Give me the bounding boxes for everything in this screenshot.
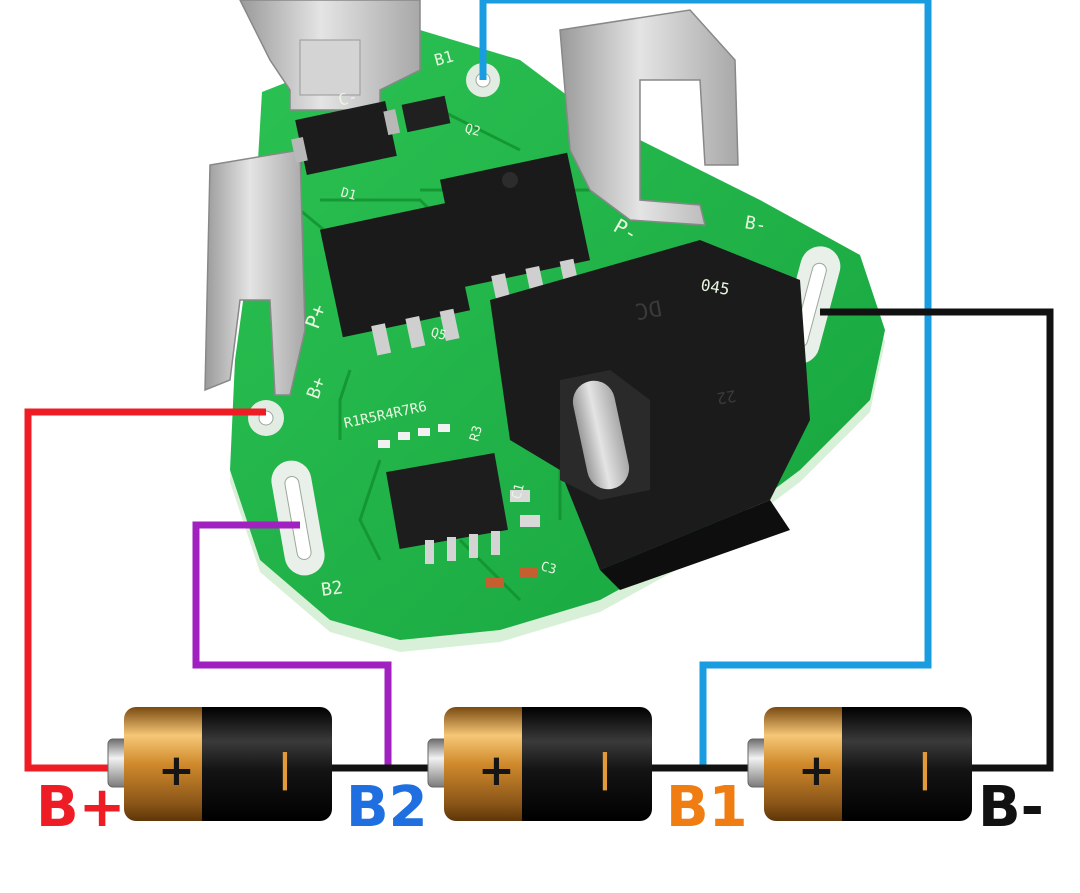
- label-b-minus: B-: [978, 775, 1044, 840]
- silk-r3: R3: [467, 424, 486, 443]
- pcb-board: B1 C- Q2 D1 P- B- P+ B+ R1R5R4R7R6 Q5 R3…: [204, 0, 885, 652]
- clip-p-minus: [559, 9, 739, 226]
- wire-b1: [479, 0, 932, 768]
- ic-chip: [386, 453, 508, 564]
- diode-d1: [291, 101, 401, 175]
- silk-dc: DC: [633, 294, 663, 323]
- battery-plus-symbol: +: [478, 745, 515, 796]
- wire-b-plus: [24, 408, 266, 772]
- silk-b-minus: B-: [743, 212, 768, 236]
- smd-parts: [378, 424, 540, 588]
- battery-cell-2: + |: [427, 707, 652, 821]
- dc-pin: [572, 380, 630, 490]
- silk-q5: Q5: [429, 325, 448, 344]
- terminal-labels: B+ B2 B1 B-: [36, 775, 1044, 840]
- battery-minus-symbol: |: [918, 746, 932, 791]
- wires: [24, 0, 1054, 772]
- battery-plus-symbol: +: [158, 745, 195, 796]
- mosfet-q5: [319, 202, 471, 356]
- label-b2: B2: [346, 775, 428, 840]
- dc-connector: [490, 240, 810, 590]
- transistor-q2: [401, 95, 451, 133]
- label-b1: B1: [666, 775, 748, 840]
- clip-p-plus: [204, 149, 306, 396]
- battery-cell-1: + |: [107, 707, 332, 821]
- silk-c3: C3: [539, 559, 558, 578]
- silk-045: 045: [699, 275, 731, 299]
- silk-b2: B2: [320, 577, 344, 601]
- pad-b2: [271, 460, 325, 576]
- battery-row: + | + | + |: [107, 707, 972, 821]
- label-b-plus: B+: [36, 775, 126, 840]
- silk-c-minus: C-: [336, 87, 360, 110]
- silk-c1: C1: [509, 482, 528, 501]
- silk-d1: D1: [339, 185, 358, 204]
- battery-minus-symbol: |: [278, 746, 292, 791]
- battery-cell-3: + |: [747, 707, 972, 821]
- battery-plus-symbol: +: [798, 745, 835, 796]
- battery-minus-symbol: |: [598, 746, 612, 791]
- wire-b-minus: [820, 308, 1054, 772]
- silk-b1: B1: [432, 47, 456, 70]
- silk-dc22: 22: [715, 386, 737, 408]
- wire-b2: [192, 521, 392, 768]
- silk-q2: Q2: [463, 121, 482, 140]
